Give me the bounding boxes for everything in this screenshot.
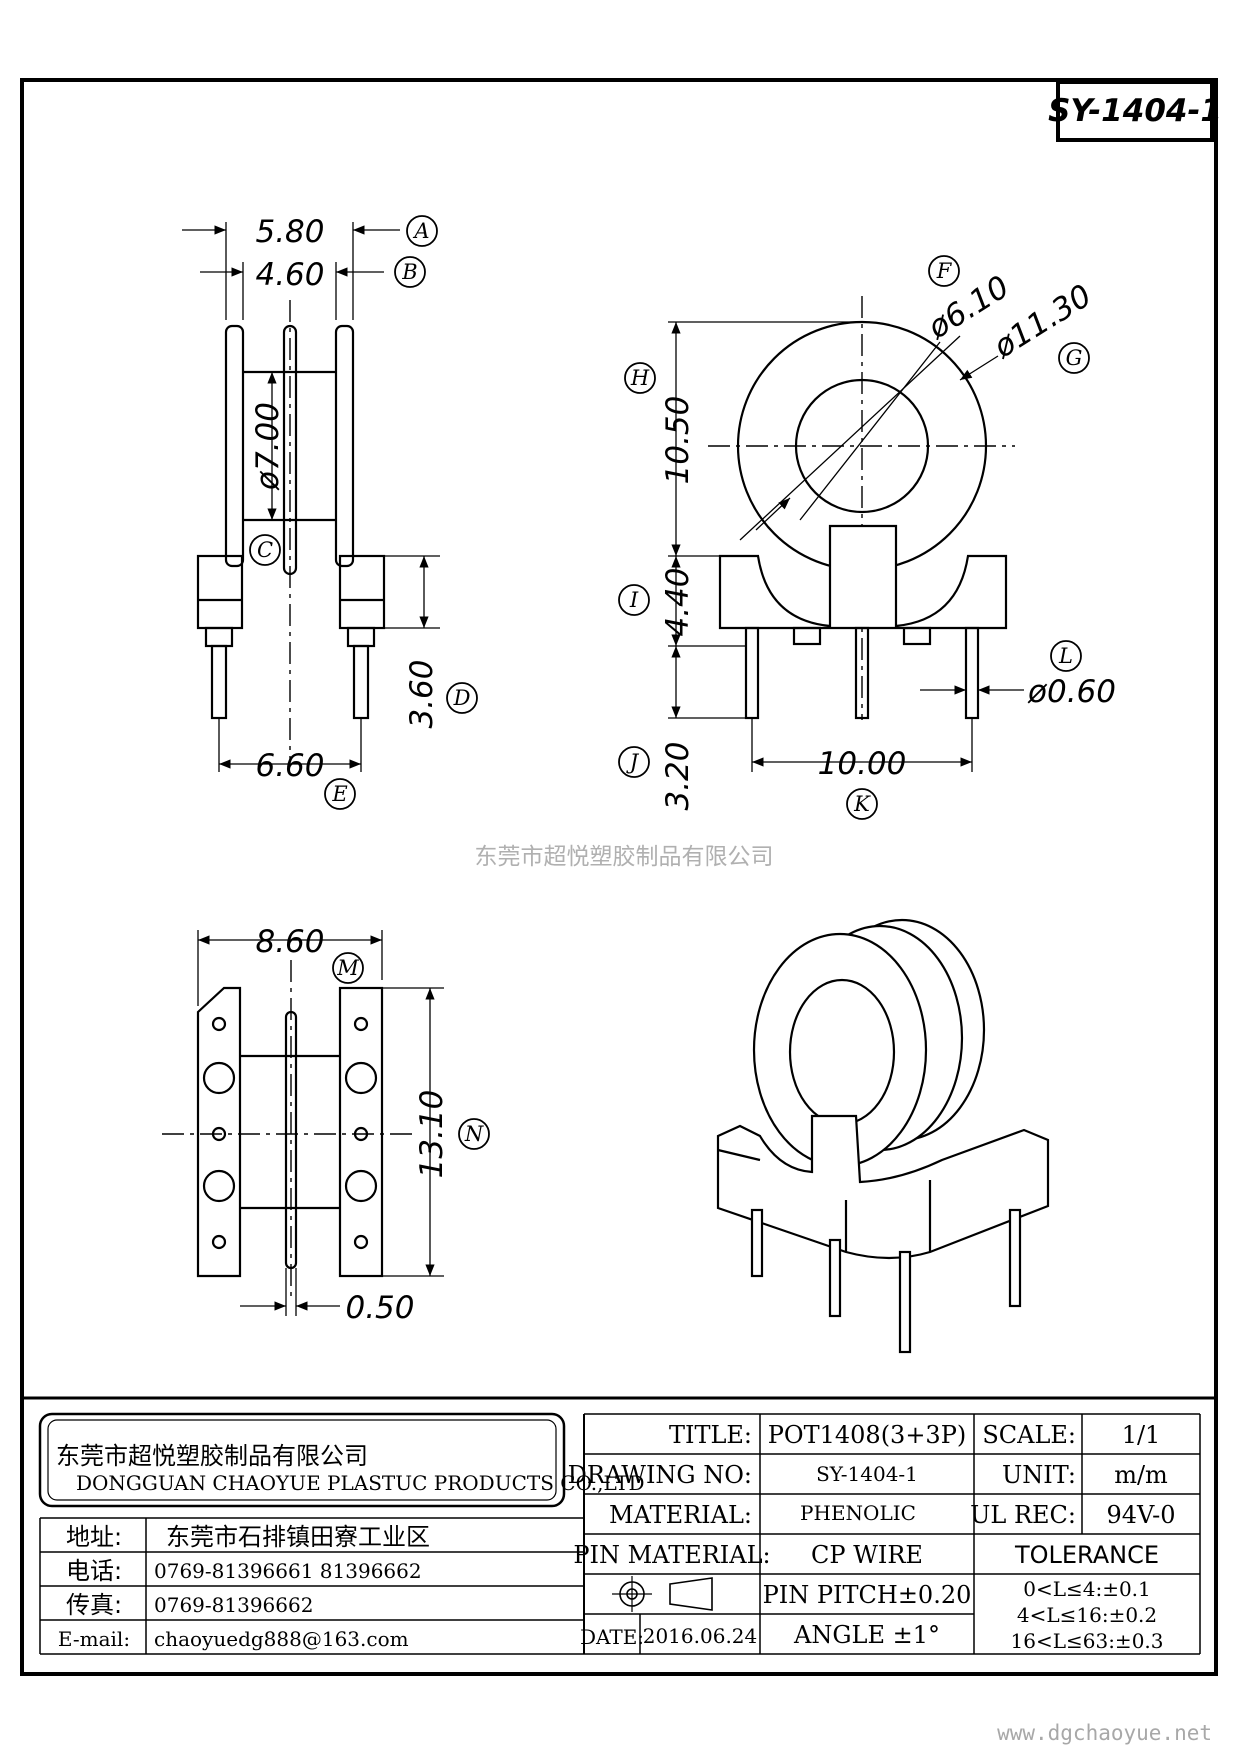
dim-D-value: 3.60 [404, 659, 440, 728]
dim-H-value: 10.50 [660, 396, 696, 485]
dim-letter-circle-f [928, 255, 960, 287]
dim-letter-circle-j [618, 746, 650, 778]
unit-label: UNIT: [1002, 1461, 1076, 1489]
tolerance-3: 16<L≤63:±0.3 [1011, 1629, 1164, 1653]
dim-letter-l: L [1058, 644, 1073, 668]
dim-letter-m: M [336, 956, 359, 980]
dim-A-value: 5.80 [255, 214, 324, 250]
dim-letter-h: H [630, 366, 650, 390]
website-text: www.dgchaoyue.net [997, 1721, 1212, 1745]
fax-value: 0769-81396662 [154, 1593, 313, 1617]
phone-value: 0769-81396661 81396662 [154, 1559, 422, 1583]
bottom-view [162, 930, 444, 1316]
company-name-en: DONGGUAN CHAOYUE PLASTUC PRODUCTS CO.,LT… [76, 1471, 645, 1495]
pin-material-label: PIN MATERIAL: [573, 1541, 770, 1569]
ul-rec-value: 94V-0 [1106, 1501, 1175, 1529]
unit-value: m/m [1114, 1461, 1168, 1489]
address-label: 地址: [66, 1523, 122, 1551]
dim-letter-g: G [1066, 346, 1083, 370]
date-value: 2016.06.24 [643, 1624, 758, 1648]
address-value: 东莞市石排镇田寮工业区 [166, 1523, 430, 1551]
dim-letter-j: J [626, 750, 640, 774]
dim-letter-k: K [853, 792, 871, 816]
dim-letter-a: A [412, 219, 429, 243]
fax-label: 传真: [66, 1591, 122, 1619]
scale-value: 1/1 [1122, 1421, 1161, 1449]
ul-rec-label: UL REC: [970, 1501, 1076, 1529]
dimension-letters: AB C D E F G H I J K L M N [249, 215, 1090, 1150]
dim-B-value: 4.60 [255, 257, 324, 293]
watermark-text: 东莞市超悦塑胶制品有限公司 [475, 844, 774, 870]
tolerance-2: 4<L≤16:±0.2 [1017, 1603, 1157, 1627]
dim-letter-d: D [453, 686, 471, 710]
dim-letter-circle-c [249, 534, 281, 566]
email-label: E-mail: [58, 1627, 130, 1651]
dim-letter-circle-d [446, 682, 478, 714]
front-view [668, 296, 1024, 772]
dim-letter-circle-b [394, 256, 426, 288]
dim-letter-circle-e [324, 778, 356, 810]
dim-letter-circle-h [624, 362, 656, 394]
dim-letter-n: N [464, 1122, 484, 1146]
dim-letter-circle-a [406, 215, 438, 247]
dim-letter-circle-l [1050, 640, 1082, 672]
dim-letter-b: B [401, 260, 417, 284]
dim-letter-c: C [257, 538, 273, 562]
dim-L-value: ø0.60 [1027, 674, 1116, 710]
title-value: POT1408(3+3P) [768, 1421, 966, 1449]
dim-letter-circle-m [332, 952, 364, 984]
dim-C-value: ø7.00 [250, 402, 286, 491]
dim-K-value: 10.00 [818, 746, 907, 782]
dim-letter-circle-k [846, 788, 878, 820]
dim-letter-i: I [629, 588, 639, 612]
dim-I-value: 4.40 [660, 567, 696, 636]
drawing-no-label: DRAWING NO: [568, 1461, 752, 1489]
dim-letter-circle-i [618, 584, 650, 616]
dim-M-value: 8.60 [255, 924, 324, 960]
dim-letter-circle-g [1058, 342, 1090, 374]
dim-O-value: 0.50 [345, 1290, 414, 1326]
side-view [182, 222, 440, 772]
dim-E-value: 6.60 [255, 748, 324, 784]
dim-N-value: 13.10 [414, 1090, 450, 1179]
drawing-no-value: SY-1404-1 [816, 1462, 918, 1486]
pin-pitch: PIN PITCH±0.20 [763, 1581, 972, 1609]
dim-J-value: 3.20 [660, 741, 696, 810]
dim-letter-f: F [936, 259, 953, 283]
drawing-number-text: SY-1404-1 [1048, 93, 1222, 129]
material-label: MATERIAL: [609, 1501, 752, 1529]
isometric-view [716, 918, 1050, 1354]
dim-letter-e: E [331, 782, 347, 806]
title-label: TITLE: [669, 1421, 752, 1449]
drawing-frame [20, 78, 1218, 1676]
pin-material-value: CP WIRE [811, 1541, 923, 1569]
tolerance-label: TOLERANCE [1014, 1541, 1159, 1569]
angle-value: ANGLE ±1° [793, 1621, 940, 1649]
tolerance-1: 0<L≤4:±0.1 [1023, 1577, 1151, 1601]
scale-label: SCALE: [982, 1421, 1076, 1449]
company-name-cn: 东莞市超悦塑胶制品有限公司 [56, 1442, 368, 1470]
phone-label: 电话: [66, 1557, 122, 1585]
title-block [22, 1396, 1216, 1655]
drawing-number-box: SY-1404-1 [1048, 80, 1222, 142]
date-label: DATE: [580, 1625, 644, 1649]
email-value: chaoyuedg888@163.com [154, 1627, 409, 1651]
material-value: PHENOLIC [800, 1501, 916, 1525]
dim-letter-circle-n [458, 1118, 490, 1150]
